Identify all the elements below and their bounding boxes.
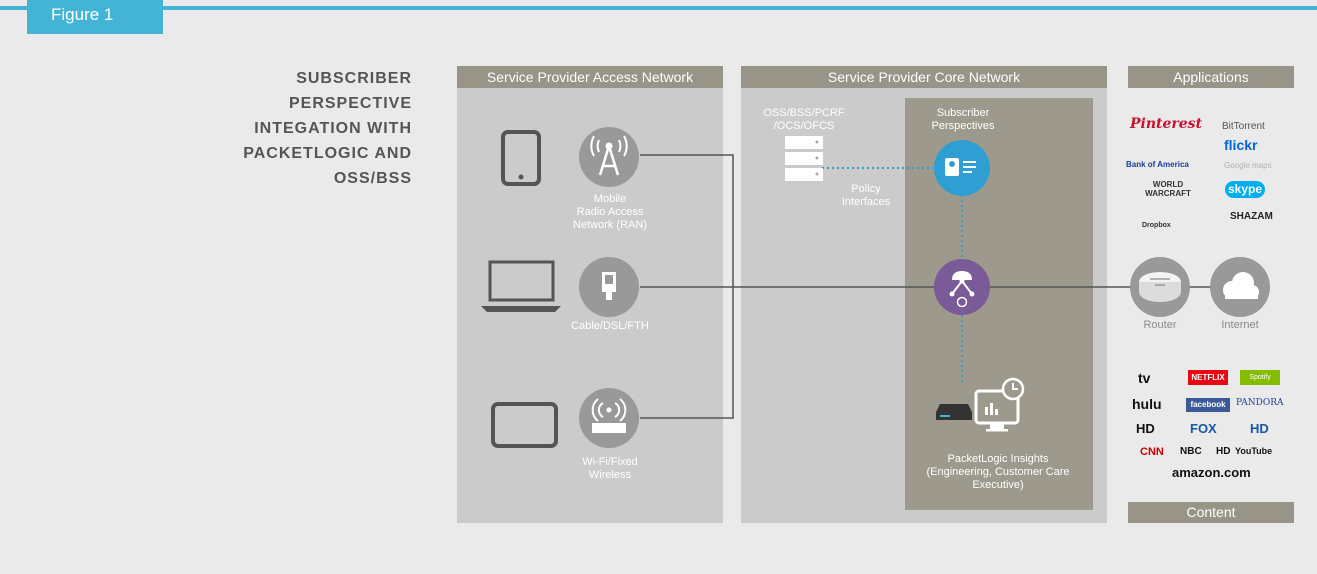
hulu-logo: hulu bbox=[1132, 396, 1162, 412]
laptop-icon bbox=[481, 260, 561, 312]
subscriber-profile-icon bbox=[934, 140, 990, 196]
fox-hd-logo: FOX bbox=[1190, 421, 1217, 436]
server-stack-icon bbox=[785, 136, 823, 181]
packetlogic-node-icon bbox=[934, 259, 990, 315]
ethernet-plug-icon bbox=[579, 257, 639, 317]
flickr-logo: flickr bbox=[1224, 137, 1258, 153]
pandora-logo: PANDORA bbox=[1236, 398, 1284, 408]
phone-icon bbox=[501, 130, 541, 186]
google-maps-logo: Google maps bbox=[1224, 161, 1272, 170]
dropbox-logo: Dropbox bbox=[1142, 222, 1171, 229]
amazon-logo: amazon.com bbox=[1172, 465, 1251, 480]
applications-header: Applications bbox=[1128, 66, 1294, 88]
skype-logo: skype bbox=[1225, 181, 1265, 198]
oss-bss-label: OSS/BSS/PCRF /OCS/OFCS bbox=[763, 107, 845, 132]
core-network-header: Service Provider Core Network bbox=[741, 66, 1107, 88]
content-footer: Content bbox=[1128, 502, 1294, 523]
subscriber-perspectives-label: Subscriber Perspectives bbox=[931, 107, 995, 132]
pinterest-logo: Pinterest bbox=[1130, 116, 1203, 132]
policy-interfaces-label: Policy Interfaces bbox=[841, 183, 891, 208]
figure-top-rule bbox=[0, 6, 1317, 10]
abc-hd-logo: HD bbox=[1136, 421, 1155, 436]
wifi-fixed-label: Wi-Fi/Fixed Wireless bbox=[582, 456, 638, 481]
bittorrent-logo: BitTorrent bbox=[1222, 121, 1265, 132]
cable-dsl-label: Cable/DSL/FTH bbox=[571, 320, 649, 332]
side-title: SUBSCRIBER PERSPECTIVE INTEGATION WITH P… bbox=[243, 70, 412, 187]
youtube-logo: YouTube bbox=[1235, 446, 1273, 456]
packetlogic-insights-label: PacketLogic Insights (Engineering, Custo… bbox=[926, 453, 1070, 491]
nbc-logo: NBC bbox=[1180, 446, 1202, 457]
figure-label: Figure 1 bbox=[27, 0, 163, 34]
mobile-ran-label: Mobile Radio Access Network (RAN) bbox=[573, 193, 647, 231]
cbs-hd-logo: HD bbox=[1250, 421, 1269, 436]
router-label: Router bbox=[1143, 319, 1177, 331]
bank-of-america-logo: Bank of America bbox=[1126, 160, 1189, 169]
apple-tv-logo: tv bbox=[1138, 370, 1151, 386]
internet-label: Internet bbox=[1221, 319, 1259, 331]
access-network-header: Service Provider Access Network bbox=[457, 66, 723, 88]
world-of-warcraft-logo: WORLD WARCRAFT bbox=[1145, 180, 1191, 198]
netflix-logo: NETFLIX bbox=[1188, 370, 1228, 385]
router-icon bbox=[1130, 257, 1190, 317]
hd-logo: HD bbox=[1216, 446, 1231, 457]
connection-lines bbox=[640, 154, 1210, 419]
spotify-logo: Spotify bbox=[1240, 370, 1280, 385]
wifi-router-icon bbox=[579, 388, 639, 448]
insights-dashboard-icon bbox=[936, 377, 1025, 432]
cloud-icon bbox=[1210, 257, 1270, 317]
facebook-logo: facebook bbox=[1186, 398, 1230, 412]
radio-tower-icon bbox=[579, 127, 639, 187]
tablet-icon bbox=[491, 402, 558, 448]
shazam-logo: SHAZAM bbox=[1230, 211, 1273, 222]
cnn-logo: CNN bbox=[1140, 446, 1164, 458]
